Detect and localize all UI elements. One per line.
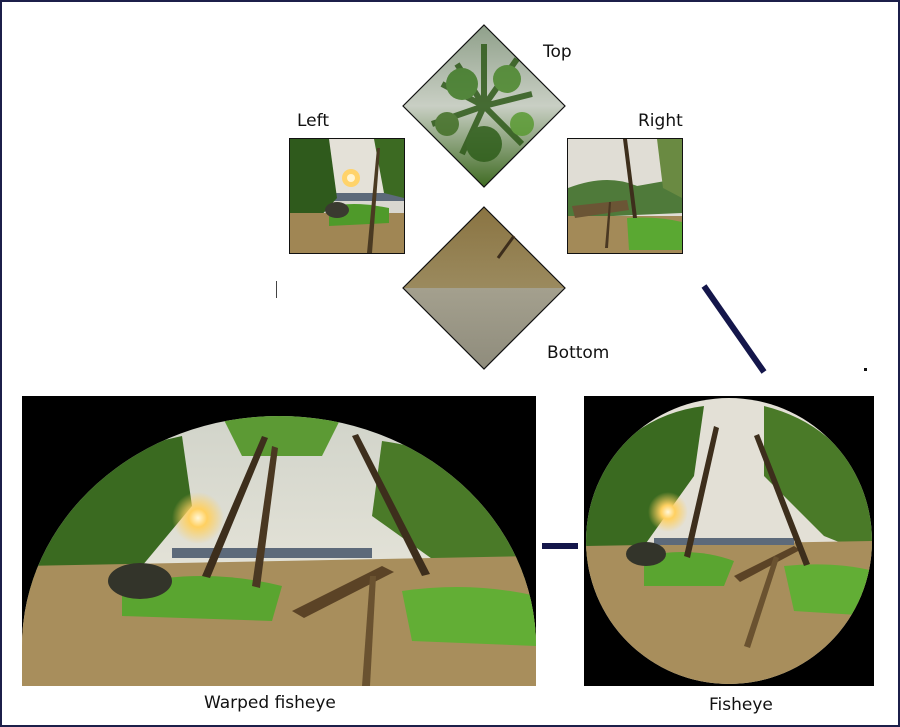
warped-fisheye-image <box>22 396 536 686</box>
top-label: Top <box>543 42 572 62</box>
fisheye-label: Fisheye <box>709 695 773 715</box>
left-label: Left <box>297 111 329 131</box>
bottom-face-image <box>402 206 566 370</box>
tick-mark <box>276 281 277 298</box>
bottom-label: Bottom <box>547 343 610 363</box>
dot-mark <box>864 368 867 371</box>
left-face-image <box>289 138 405 254</box>
right-label: Right <box>638 111 683 131</box>
top-face-image <box>402 24 566 188</box>
warped-fisheye-label: Warped fisheye <box>204 693 336 713</box>
diagonal-connector <box>701 284 767 374</box>
horizontal-connector <box>542 543 578 549</box>
right-face-image <box>567 138 683 254</box>
fisheye-image <box>584 396 874 686</box>
